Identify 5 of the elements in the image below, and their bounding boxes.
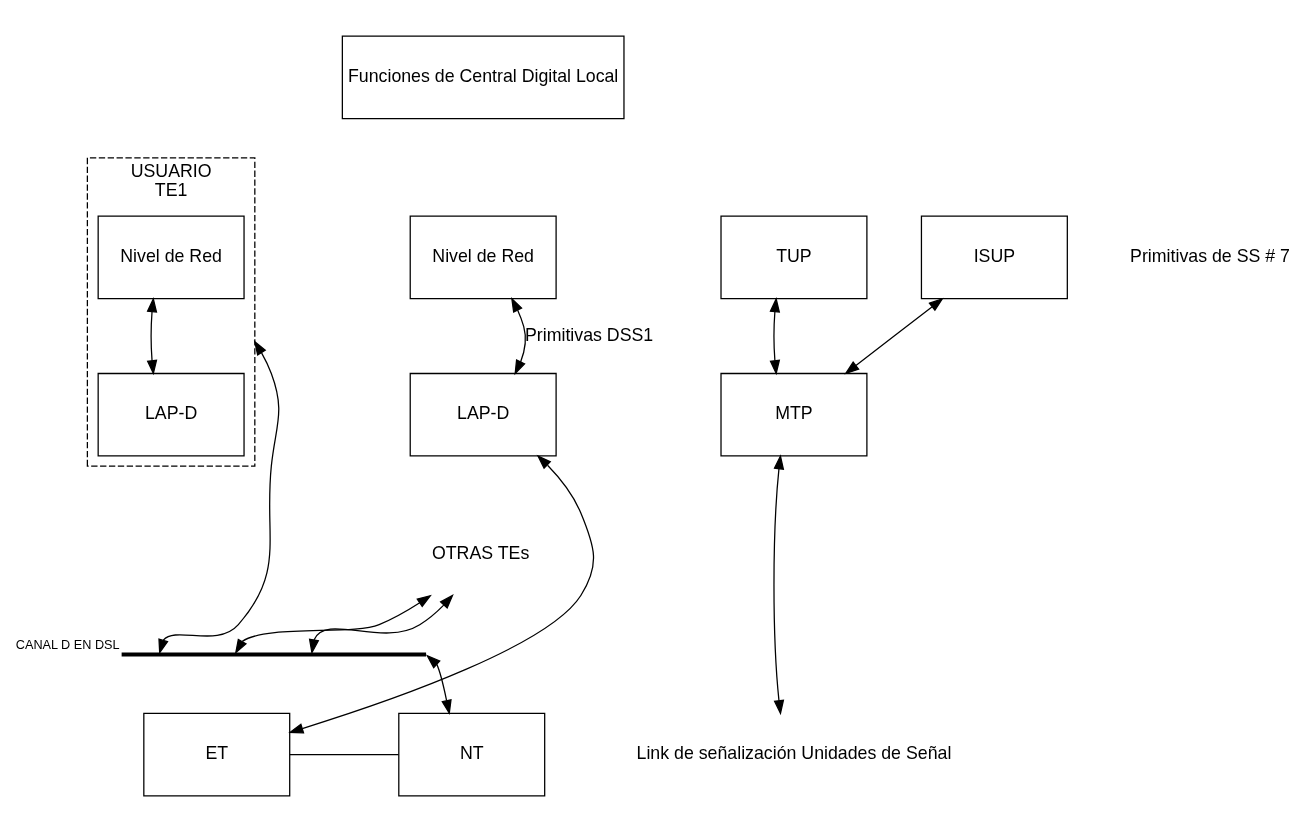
node-text: OTRAS TEs [431,542,530,563]
node-label: CANAL D EN DSL [15,637,120,652]
edge-label: Primitivas DSS1 [524,324,654,345]
label: Primitivas de SS # 7 [1130,245,1290,266]
node-text: Link de señalización Unidades de Señal [636,742,952,763]
